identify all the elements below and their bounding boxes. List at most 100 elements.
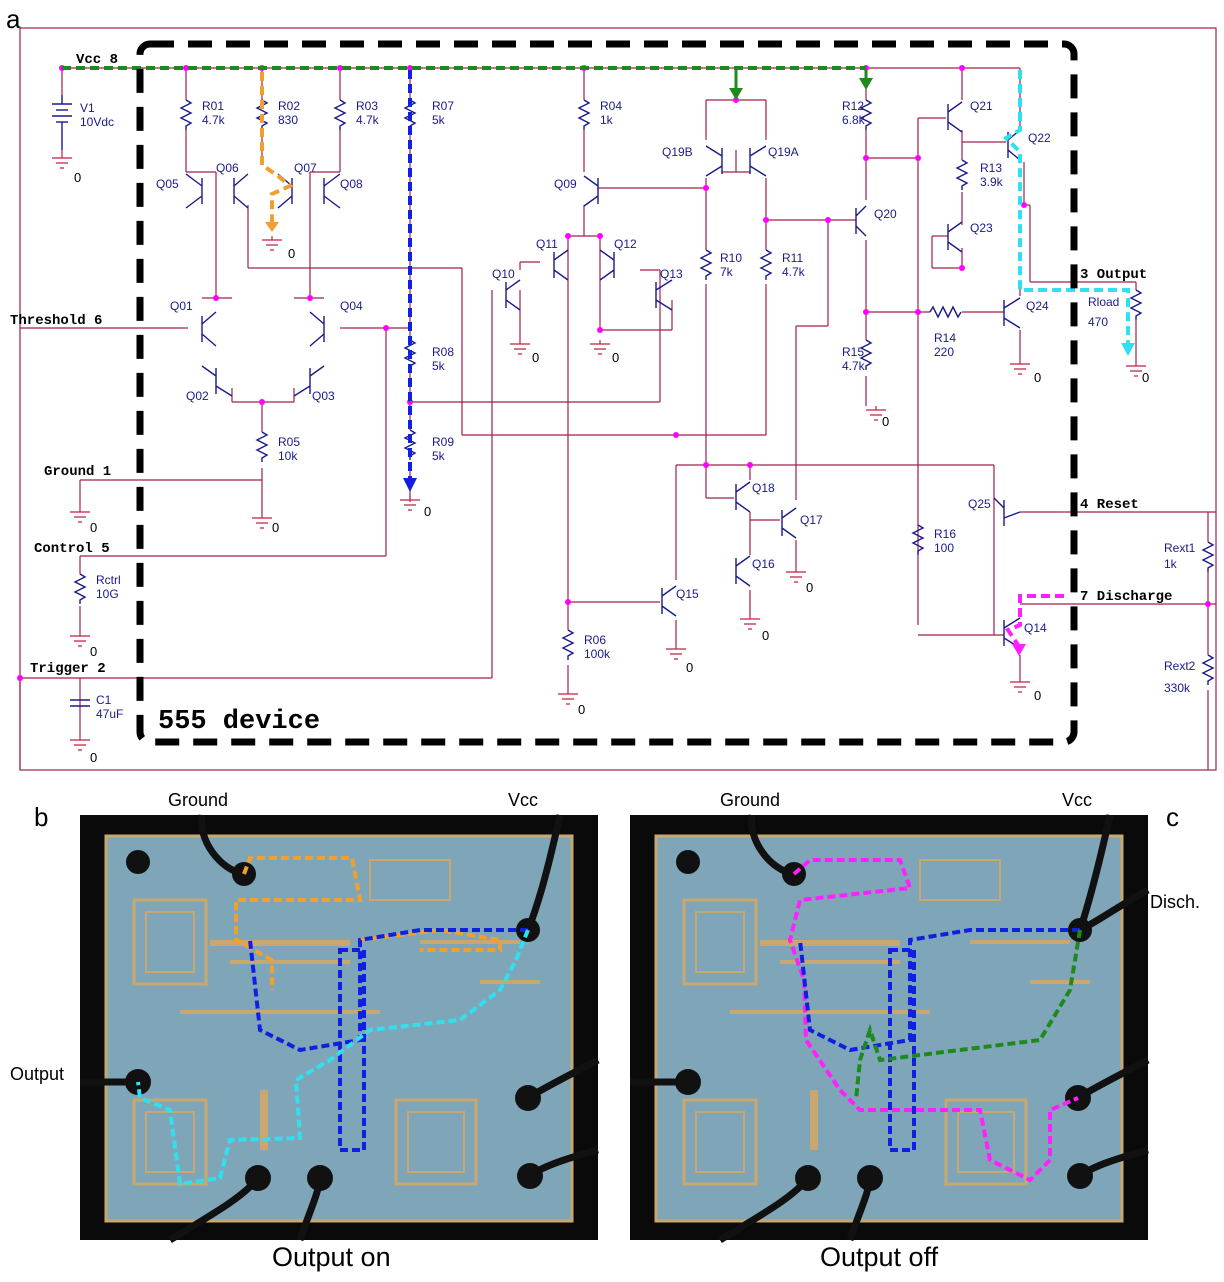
pin-output-label: 3 Output — [1080, 267, 1147, 283]
transistor-label: Q02 — [186, 389, 209, 403]
gnd-0: 0 — [882, 414, 889, 429]
pin-control-label: Control 5 — [34, 541, 110, 557]
pin-ground-label: Ground 1 — [44, 464, 111, 480]
pin-discharge-label: 7 Discharge — [1080, 589, 1172, 605]
b-ground-label: Ground — [168, 790, 228, 810]
resistor-value: 4.7k — [782, 265, 806, 279]
resistor-name: R16 — [934, 527, 956, 541]
resistor-name: R10 — [720, 251, 742, 265]
green-arrow-stems — [734, 70, 868, 90]
resistor-name: Rctrl — [96, 573, 121, 587]
resistor-value: 330k — [1164, 681, 1191, 695]
transistor-label: Q14 — [1024, 621, 1047, 635]
resistor-name: R05 — [278, 435, 300, 449]
resistor-name: R08 — [432, 345, 454, 359]
resistor-name: R12 — [842, 99, 864, 113]
transistor-label: Q22 — [1028, 131, 1051, 145]
magenta-path — [1004, 594, 1064, 647]
resistor-name: Rload — [1088, 295, 1119, 309]
resistor-value: 220 — [934, 345, 954, 359]
resistor-name: R15 — [842, 345, 864, 359]
transistor-label: Q06 — [216, 161, 239, 175]
resistor-name: Rext2 — [1164, 659, 1196, 673]
transistor-label: Q04 — [340, 299, 363, 313]
gnd-0: 0 — [424, 504, 431, 519]
resistor-value: 5k — [432, 113, 446, 127]
transistor-label: Q05 — [156, 177, 179, 191]
device-boundary — [136, 40, 1078, 746]
gnd-0: 0 — [762, 628, 769, 643]
pin-threshold-label: Threshold 6 — [10, 313, 102, 329]
c1-value: 47uF — [96, 707, 123, 721]
c-disch-label: Disch. — [1150, 892, 1200, 912]
resistor-value: 4.7k — [356, 113, 380, 127]
current-paths — [62, 66, 1130, 647]
v1-battery-symbol — [52, 95, 72, 150]
transistor-label: Q01 — [170, 299, 193, 313]
transistor-label: Q21 — [970, 99, 993, 113]
resistor-value: 5k — [432, 449, 446, 463]
die-photo-b — [80, 814, 600, 1244]
resistor-value: 6.8k — [842, 113, 866, 127]
pin-vcc-label: Vcc 8 — [76, 52, 118, 68]
gnd-0: 0 — [90, 750, 97, 765]
transistor-symbols — [185, 101, 1021, 649]
transistor-label: Q19B — [662, 145, 693, 159]
resistor-value: 1k — [1164, 557, 1178, 571]
resistor-value: 100 — [934, 541, 954, 555]
gnd-0: 0 — [90, 644, 97, 659]
gnd-0: 0 — [532, 350, 539, 365]
transistor-label: Q23 — [970, 221, 993, 235]
resistor-value: 10G — [96, 587, 119, 601]
resistor-value: 830 — [278, 113, 298, 127]
transistor-label: Q08 — [340, 177, 363, 191]
gnd-0: 0 — [1034, 688, 1041, 703]
resistor-name: R01 — [202, 99, 224, 113]
transistor-label: Q18 — [752, 481, 775, 495]
gnd-0: 0 — [612, 350, 619, 365]
panel-label-b: b — [34, 802, 48, 832]
gnd-0: 0 — [1034, 370, 1041, 385]
transistor-label: Q11 — [536, 237, 558, 251]
gnd-0: 0 — [806, 580, 813, 595]
resistor-value: 10k — [278, 449, 298, 463]
pin-labels: Vcc 8 Threshold 6 Ground 1 Control 5 Tri… — [10, 52, 1172, 677]
gnd-0: 0 — [74, 170, 81, 185]
resistor-name: R11 — [782, 251, 803, 265]
gnd-0: 0 — [272, 520, 279, 535]
transistor-label: Q25 — [968, 497, 991, 511]
transistor-label: Q03 — [312, 389, 335, 403]
device-label: 555 device — [158, 707, 320, 737]
b-vcc-label: Vcc — [508, 790, 538, 810]
v1-value: 10Vdc — [80, 115, 114, 129]
resistor-value: 470 — [1088, 315, 1108, 329]
resistor-name: R07 — [432, 99, 454, 113]
c-ground-label: Ground — [720, 790, 780, 810]
pin-reset-label: 4 Reset — [1080, 497, 1139, 513]
path-arrowheads — [265, 78, 1135, 656]
v1-name: V1 — [80, 101, 95, 115]
resistor-name: Rext1 — [1164, 541, 1196, 555]
resistor-value: 5k — [432, 359, 446, 373]
schematic-wires — [19, 27, 1217, 771]
resistor-labels: R01 4.7k R02 830 R03 4.7k R07 5k R04 1k … — [96, 99, 1196, 695]
transistor-label: Q15 — [676, 587, 699, 601]
panel-label-a: a — [6, 4, 21, 34]
resistor-value: 3.9k — [980, 175, 1004, 189]
gnd-0: 0 — [90, 520, 97, 535]
c1-capacitor-symbol — [70, 699, 90, 707]
transistor-label: Q24 — [1026, 299, 1049, 313]
transistor-label: Q13 — [660, 267, 683, 281]
resistor-name: R06 — [584, 633, 606, 647]
b-caption: Output on — [272, 1242, 391, 1272]
gnd-0: 0 — [1142, 370, 1149, 385]
junction-dots — [17, 65, 1211, 681]
transistor-label: Q07 — [294, 161, 317, 175]
gnd-0: 0 — [288, 246, 295, 261]
resistor-value: 4.7k — [202, 113, 226, 127]
transistor-label: Q17 — [800, 513, 823, 527]
ground-symbols — [52, 150, 1146, 751]
c-vcc-label: Vcc — [1062, 790, 1092, 810]
